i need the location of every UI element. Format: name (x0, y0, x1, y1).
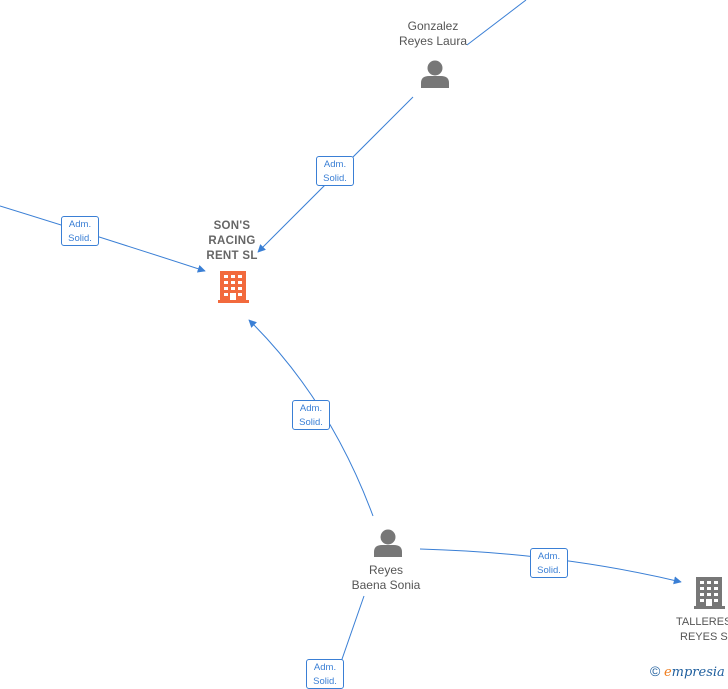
edge-label-bottom-sonia[interactable]: Adm. Solid. (306, 659, 344, 689)
edge-label-line: Solid. (537, 565, 561, 576)
edge-label-line: Solid. (68, 233, 92, 244)
edge-left-to-main (0, 205, 206, 273)
gonzalez-name[interactable]: Gonzalez Reyes Laura (388, 19, 478, 49)
edge-label-line: Solid. (323, 173, 347, 184)
brand-logo: © empresia (650, 663, 725, 680)
brand-name: mpresia (671, 665, 725, 680)
building-icon[interactable] (218, 271, 249, 303)
talleres-name[interactable]: TALLERES REYES S (676, 615, 728, 645)
edge-label-gonzalez-main[interactable]: Adm. Solid. (316, 156, 354, 186)
building-icon[interactable] (694, 577, 725, 609)
gonzalez-name-line: Gonzalez (407, 19, 459, 33)
main-company-name-line: SON'S (213, 220, 251, 232)
main-company-name-line: RACING (208, 235, 256, 247)
main-company-name[interactable]: SON'S RACING RENT SL (192, 219, 272, 264)
edge-label-line: Adm. (313, 662, 337, 673)
person-icon[interactable] (374, 529, 402, 558)
edge-gonzalez-offscreen (466, 0, 527, 46)
reyes-sonia-name-line: Reyes (368, 563, 403, 577)
talleres-name-line: REYES S (680, 631, 728, 643)
talleres-name-line: TALLERES (676, 616, 728, 628)
reyes-sonia-name-line: Baena Sonia (351, 578, 421, 592)
edge-label-sonia-talleres[interactable]: Adm. Solid. (530, 548, 568, 578)
edge-label-left-main[interactable]: Adm. Solid. (61, 216, 99, 246)
reyes-sonia-name[interactable]: Reyes Baena Sonia (341, 563, 431, 593)
edge-label-sonia-main[interactable]: Adm. Solid. (292, 400, 330, 430)
edge-label-line: Adm. (323, 159, 347, 170)
copyright-symbol: © (650, 663, 661, 679)
edge-label-line: Adm. (537, 551, 561, 562)
person-icon[interactable] (421, 60, 449, 89)
edge-label-line: Solid. (313, 676, 337, 687)
brand-initial: e (663, 665, 672, 680)
gonzalez-name-line: Reyes Laura (398, 34, 468, 48)
edge-label-line: Adm. (68, 219, 92, 230)
edge-label-line: Solid. (299, 417, 323, 428)
edge-label-line: Adm. (299, 403, 323, 414)
main-company-name-line: RENT SL (206, 250, 258, 262)
